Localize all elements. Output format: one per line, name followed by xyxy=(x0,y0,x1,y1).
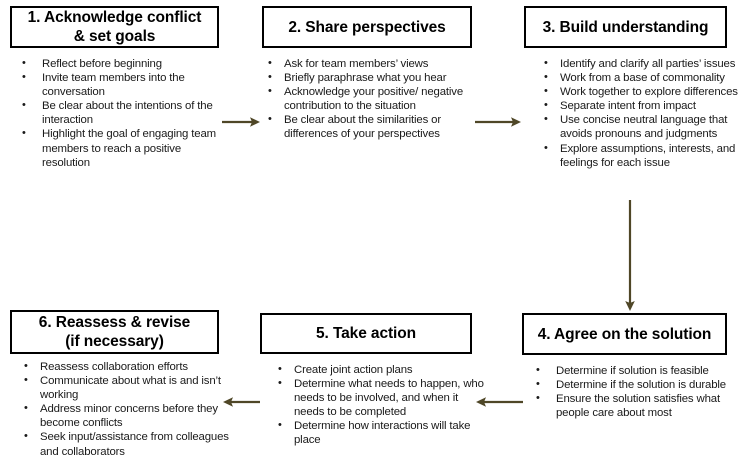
step-3-header-line-1: 3. Build understanding xyxy=(542,18,709,36)
list-item: Determine how interactions will take pla… xyxy=(272,418,487,447)
step-1-header-line-1: 1. Acknowledge conflict xyxy=(27,9,202,26)
step-2-bullet-list: Ask for team members’ views Briefly para… xyxy=(262,56,476,142)
list-item: Use concise neutral language that avoids… xyxy=(538,112,738,141)
list-item: Determine if the solution is durable xyxy=(524,377,732,392)
list-item: Work together to explore differences xyxy=(538,84,738,99)
list-item: Determine what needs to happen, who need… xyxy=(272,376,487,419)
step-4-bullet-list: Determine if solution is feasible Determ… xyxy=(524,363,732,420)
list-item: Address minor concerns before they becom… xyxy=(18,401,230,430)
list-item: Determine if solution is feasible xyxy=(524,363,732,378)
list-item: Separate intent from impact xyxy=(538,98,738,113)
list-item: Be clear about the intentions of the int… xyxy=(10,98,223,127)
step-5-header: 5. Take action xyxy=(260,313,472,354)
arrow-3-to-4-icon xyxy=(620,200,640,312)
step-4-header: 4. Agree on the solution xyxy=(522,313,727,355)
list-item: Communicate about what is and isn’t work… xyxy=(18,373,230,402)
list-item: Explore assumptions, interests, and feel… xyxy=(538,141,738,170)
step-6-header: 6. Reassess & revise (if necessary) xyxy=(10,310,219,354)
list-item: Ensure the solution satisfies what peopl… xyxy=(524,391,732,420)
list-item: Seek input/assistance from colleagues an… xyxy=(18,429,230,458)
arrow-5-to-6-icon xyxy=(222,392,260,412)
arrow-2-to-3-icon xyxy=(475,112,523,132)
step-4-agree-on-the-solution: 4. Agree on the solution Determine if so… xyxy=(522,313,727,420)
list-item: Reflect before beginning xyxy=(10,56,223,71)
list-item: Ask for team members’ views xyxy=(262,56,476,71)
step-1-acknowledge-conflict: 1. Acknowledge conflict & set goals Refl… xyxy=(10,6,219,170)
list-item: Invite team members into the conversatio… xyxy=(10,70,223,99)
step-6-reassess-and-revise: 6. Reassess & revise (if necessary) Reas… xyxy=(10,310,229,459)
step-5-header-line-1: 5. Take action xyxy=(316,325,416,342)
step-6-bullet-list: Reassess collaboration efforts Communica… xyxy=(18,359,230,459)
step-6-header-line-1: 6. Reassess & revise xyxy=(38,314,191,331)
step-4-header-line-1: 4. Agree on the solution xyxy=(537,325,712,343)
step-1-bullet-list: Reflect before beginning Invite team mem… xyxy=(10,56,223,170)
list-item: Briefly paraphrase what you hear xyxy=(262,70,476,85)
step-2-header-line-1: 2. Share perspectives xyxy=(288,18,446,36)
step-3-bullet-list: Identify and clarify all parties’ issues… xyxy=(538,56,738,170)
step-5-bullet-list: Create joint action plans Determine what… xyxy=(272,362,487,448)
list-item: Identify and clarify all parties’ issues xyxy=(538,56,738,71)
step-3-build-understanding: 3. Build understanding Identify and clar… xyxy=(524,6,738,170)
step-5-take-action: 5. Take action Create joint action plans… xyxy=(260,313,484,448)
step-6-header-line-2: (if necessary) xyxy=(65,333,164,350)
arrow-4-to-5-icon xyxy=(475,392,523,412)
step-1-header: 1. Acknowledge conflict & set goals xyxy=(10,6,219,48)
list-item: Create joint action plans xyxy=(272,362,487,377)
list-item: Be clear about the similarities or diffe… xyxy=(262,112,476,141)
step-1-header-line-2: & set goals xyxy=(73,28,156,45)
step-3-header: 3. Build understanding xyxy=(524,6,727,48)
step-2-share-perspectives: 2. Share perspectives Ask for team membe… xyxy=(262,6,472,142)
arrow-1-to-2-icon xyxy=(222,112,262,132)
list-item: Reassess collaboration efforts xyxy=(18,359,230,374)
step-2-header: 2. Share perspectives xyxy=(262,6,472,48)
list-item: Acknowledge your positive/ negative cont… xyxy=(262,84,476,113)
list-item: Highlight the goal of engaging team memb… xyxy=(10,126,223,169)
list-item: Work from a base of commonality xyxy=(538,70,738,85)
